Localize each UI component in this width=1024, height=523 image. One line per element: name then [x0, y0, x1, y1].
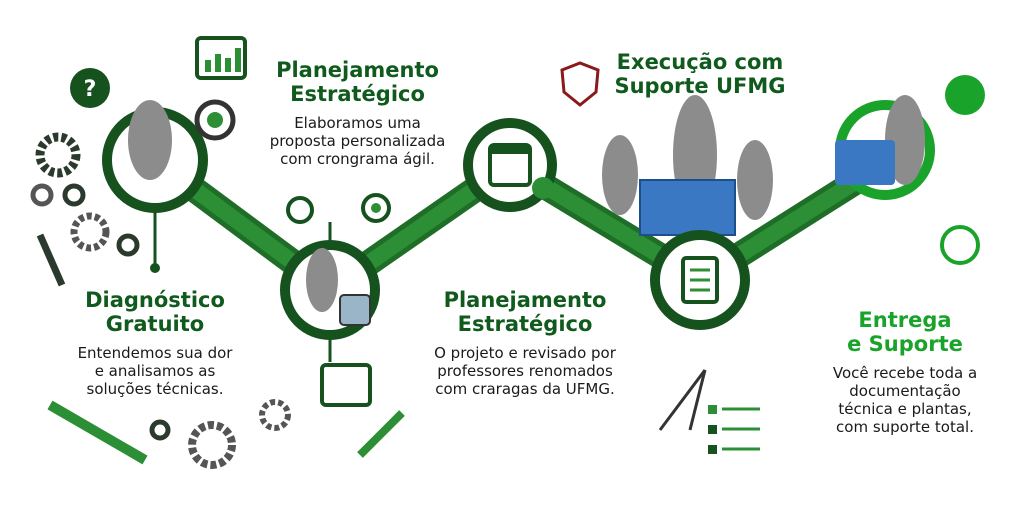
title-line: Estratégico — [290, 82, 425, 106]
blueprint — [639, 179, 736, 236]
node-entrega — [835, 75, 985, 265]
desc-line: com craragas da UFMG. — [435, 380, 615, 398]
title-line: Gratuito — [105, 312, 205, 336]
desc-line: técnica e plantas, — [838, 400, 972, 418]
handshake-icon — [940, 225, 980, 265]
desc-line: com crongrama ágil. — [280, 150, 435, 168]
handshake-icon — [945, 75, 985, 115]
title-line: Execução com — [616, 50, 784, 74]
desc-line: Você recebe toda a — [832, 364, 978, 382]
gear-icon — [30, 132, 291, 469]
ostrich-illustration — [306, 248, 338, 312]
blueprint-rolls-icon — [835, 140, 895, 185]
task-list-icon — [708, 405, 760, 454]
tablet-icon — [339, 294, 371, 326]
desc-line: professores renomados — [437, 362, 613, 380]
title-line: Planejamento — [276, 58, 439, 82]
desc-line: e analisamos as — [94, 362, 216, 380]
desc-line: soluções técnicas. — [86, 380, 224, 398]
node-planejamento-1 — [280, 193, 391, 407]
growth-chart-icon — [195, 36, 247, 80]
title-line: Estratégico — [457, 312, 593, 336]
desc-line: Elaboramos uma — [294, 114, 421, 132]
title-line: Suporte UFMG — [614, 74, 786, 98]
question-icon: ? — [70, 68, 110, 108]
node-calendar — [463, 118, 557, 212]
desc-line: O projeto e revisado por — [434, 344, 616, 362]
svg-text:?: ? — [84, 77, 97, 102]
check-icon — [532, 177, 554, 199]
stopwatch-icon — [286, 196, 314, 224]
desc-line: proposta personalizada — [269, 132, 446, 150]
ufmg-shield-icon — [560, 61, 600, 107]
title-line: e Suporte — [847, 332, 963, 356]
node-checklist — [650, 230, 750, 330]
desc-line: documentação — [849, 382, 961, 400]
title-line: Diagnóstico — [85, 288, 225, 312]
title-line: Planejamento — [443, 288, 607, 312]
compass-icon — [658, 369, 707, 431]
pencil-icon — [36, 233, 405, 465]
strategy-board-icon — [320, 363, 372, 407]
ostrich-illustration — [128, 100, 172, 180]
desc-line: Entendemos sua dor — [77, 344, 233, 362]
ostrich-team-illustration — [602, 95, 773, 236]
title-line: Entrega — [858, 308, 952, 332]
node-diagnostico — [102, 99, 236, 273]
desc-line: com suporte total. — [836, 418, 974, 436]
